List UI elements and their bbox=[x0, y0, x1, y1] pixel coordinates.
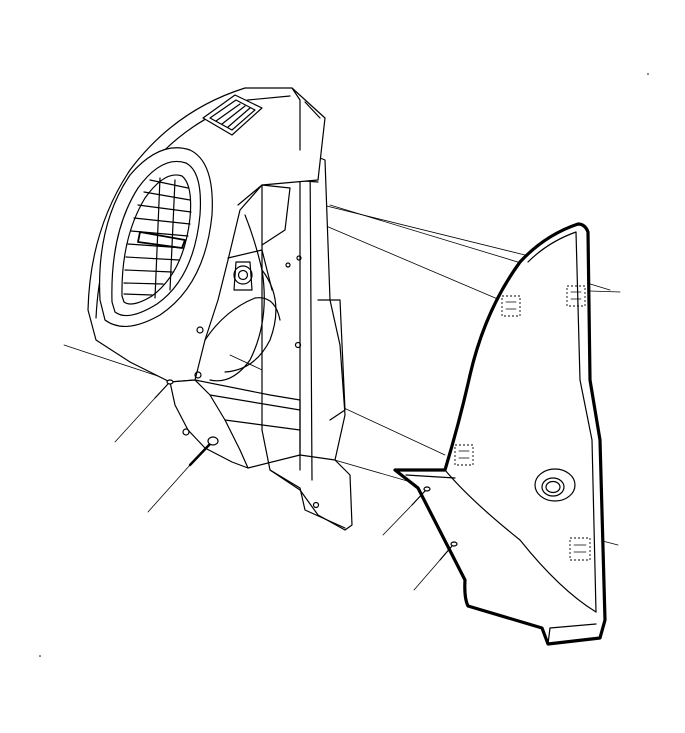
fastener-lower-left bbox=[147, 436, 219, 513]
fastener-upper-left bbox=[114, 379, 174, 443]
panel-clip-1 bbox=[501, 295, 521, 317]
print-specks bbox=[39, 73, 649, 657]
fastener-panel-upper bbox=[382, 486, 431, 536]
panel-clip-2 bbox=[566, 285, 586, 307]
panel-clip-3 bbox=[454, 444, 474, 466]
defroster-grille bbox=[202, 94, 263, 136]
fastener-panel-lower bbox=[413, 541, 458, 591]
vent-louvers bbox=[123, 177, 192, 299]
mounting-bracket bbox=[261, 149, 353, 531]
panel-clip-4 bbox=[569, 537, 591, 561]
air-vent-outlet bbox=[98, 147, 213, 327]
side-trim-panel bbox=[393, 222, 607, 646]
